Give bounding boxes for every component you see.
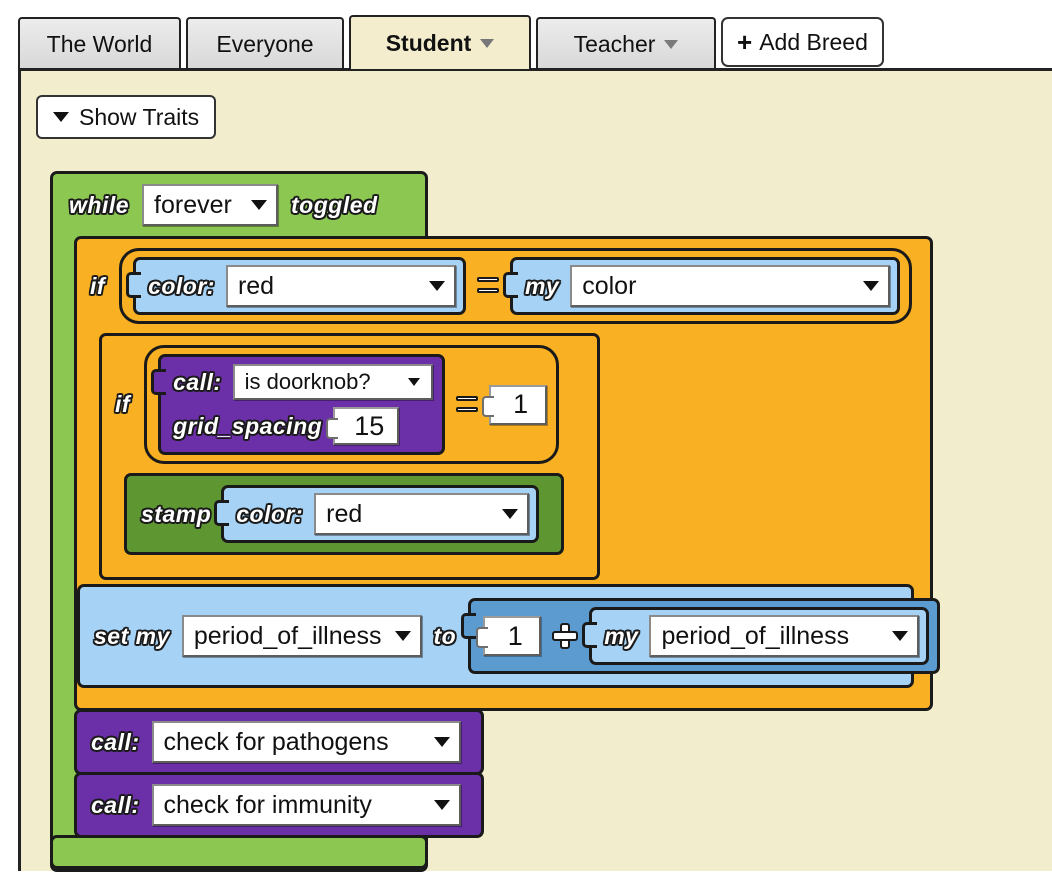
dropdown-arrow-icon[interactable] — [424, 272, 450, 300]
if-inner-footer — [102, 555, 597, 577]
set-my-to-keyword: to — [433, 622, 457, 649]
if-inner-header: if call: is doorknob? — [102, 336, 597, 473]
call-block-check-for-pathogens[interactable]: call: check for pathogens — [74, 709, 484, 775]
while-condition-dropdown[interactable]: forever — [142, 184, 279, 226]
if-inner-body: stamp color: red — [124, 473, 597, 555]
while-suffix: toggled — [291, 191, 378, 218]
block-script-root: while forever toggled if color: — [50, 171, 941, 872]
if-outer-body: if call: is doorknob? — [77, 333, 941, 688]
dropdown-arrow-icon[interactable] — [401, 368, 427, 396]
compare-number-value: 1 — [513, 389, 529, 419]
my-variable-value: period_of_illness — [661, 621, 850, 650]
call-label: call: — [91, 791, 140, 818]
set-my-variable-block[interactable]: set my period_of_illness to 1 — [77, 584, 941, 688]
dropdown-arrow-icon[interactable] — [497, 500, 523, 528]
grid-spacing-value: 15 — [354, 410, 385, 441]
color-reporter-label: color: — [148, 272, 215, 299]
if-outer-keyword: if — [90, 272, 106, 299]
call-procedure-dropdown[interactable]: check for immunity — [151, 784, 461, 826]
my-keyword: my — [524, 272, 560, 299]
dropdown-arrow-icon[interactable] — [887, 622, 913, 650]
call-procedure-value: check for pathogens — [163, 727, 389, 756]
while-block-footer — [50, 835, 428, 869]
stamp-block[interactable]: stamp color: red — [124, 473, 564, 555]
dropdown-arrow-icon[interactable] — [429, 791, 455, 819]
tab-label: Student — [385, 29, 472, 56]
set-my-variable-value: period_of_illness — [193, 621, 382, 650]
call-label: call: — [173, 368, 222, 395]
caret-down-icon — [53, 112, 69, 122]
dropdown-arrow-icon[interactable] — [390, 622, 416, 650]
call-procedure-value: is doorknob? — [244, 369, 371, 394]
addend-left-value: 1 — [507, 620, 523, 651]
dropdown-arrow-icon[interactable] — [246, 191, 272, 219]
my-attribute-value: color — [582, 271, 637, 300]
my-attribute-dropdown[interactable]: color — [570, 265, 891, 307]
call-block-check-for-immunity[interactable]: call: check for immunity — [74, 772, 484, 838]
if-block-outer[interactable]: if color: red — [74, 236, 941, 711]
color-value-dropdown[interactable]: red — [225, 265, 456, 307]
tab-bar-divider — [18, 68, 1052, 71]
if-block-inner[interactable]: if call: is doorknob? — [99, 333, 600, 580]
if-outer-header: if color: red — [77, 239, 930, 333]
equals-operator-icon — [455, 395, 478, 414]
set-my-keyword: set my — [94, 622, 170, 649]
dropdown-arrow-icon[interactable] — [429, 728, 455, 756]
add-breed-label: Add Breed — [759, 28, 868, 55]
plus-icon: + — [737, 27, 753, 57]
addition-operator-block[interactable]: 1 my period_of_illness — [461, 598, 941, 674]
call-reporter-block[interactable]: call: is doorknob? grid_spacing — [151, 354, 445, 455]
while-block[interactable]: while forever toggled if color: — [50, 171, 941, 872]
chevron-down-icon[interactable] — [480, 38, 495, 48]
breed-tab-bar: The World Everyone Student Teacher + Add… — [0, 0, 1052, 71]
equality-predicate-outer[interactable]: color: red my color — [119, 248, 913, 324]
call-reporter-row-2: grid_spacing 15 — [173, 407, 433, 445]
tab-label: Everyone — [216, 30, 314, 57]
while-block-header: while forever toggled — [53, 174, 425, 236]
call-procedure-dropdown[interactable]: check for pathogens — [151, 721, 461, 763]
plus-operator-icon — [552, 623, 579, 649]
my-keyword: my — [604, 622, 639, 649]
tab-label: Teacher — [573, 30, 656, 57]
set-my-variable-dropdown[interactable]: period_of_illness — [181, 615, 422, 657]
dropdown-arrow-icon[interactable] — [858, 272, 884, 300]
chevron-down-icon[interactable] — [664, 39, 679, 49]
call-procedure-dropdown[interactable]: is doorknob? — [232, 364, 433, 400]
if-inner-keyword: if — [115, 391, 131, 417]
tab-everyone[interactable]: Everyone — [186, 17, 344, 69]
my-variable-reporter-block[interactable]: my period_of_illness — [582, 607, 930, 665]
color-reporter-block[interactable]: color: red — [126, 257, 466, 315]
stamp-color-label: color: — [236, 500, 304, 527]
stamp-color-value: red — [326, 499, 363, 528]
compare-number-input[interactable]: 1 — [481, 384, 547, 425]
color-value: red — [237, 271, 275, 300]
tab-the-world[interactable]: The World — [18, 17, 181, 69]
addend-left-input[interactable]: 1 — [476, 616, 542, 656]
stamp-color-reporter[interactable]: color: red — [214, 485, 540, 543]
grid-spacing-input[interactable]: 15 — [326, 407, 400, 445]
if-outer-footer — [77, 688, 930, 708]
my-attribute-reporter-block[interactable]: my color — [502, 257, 901, 315]
call-label: call: — [91, 728, 140, 755]
grid-spacing-label: grid_spacing — [173, 412, 323, 439]
my-variable-dropdown[interactable]: period_of_illness — [649, 615, 920, 657]
tab-student[interactable]: Student — [349, 15, 531, 69]
add-breed-button[interactable]: + Add Breed — [721, 17, 884, 67]
call-procedure-value: check for immunity — [163, 790, 372, 819]
tab-label: The World — [46, 30, 153, 57]
while-block-body: if color: red — [74, 236, 941, 838]
blocks-canvas[interactable]: Show Traits while forever toggled if — [18, 71, 1052, 872]
stamp-keyword: stamp — [141, 500, 212, 527]
equals-operator-icon — [476, 277, 499, 295]
call-reporter-row-1: call: is doorknob? — [173, 364, 433, 400]
tab-teacher[interactable]: Teacher — [536, 17, 716, 69]
show-traits-label: Show Traits — [79, 103, 200, 130]
show-traits-button[interactable]: Show Traits — [36, 95, 217, 139]
while-condition-value: forever — [154, 190, 232, 219]
equality-predicate-inner[interactable]: call: is doorknob? grid_spacing — [144, 345, 559, 464]
while-keyword: while — [69, 191, 130, 218]
stamp-color-dropdown[interactable]: red — [314, 493, 530, 535]
